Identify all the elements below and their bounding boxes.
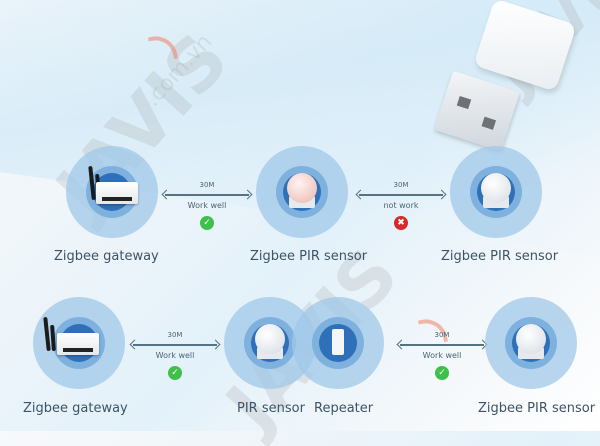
check-icon: ✓ bbox=[435, 366, 449, 380]
link-gateway-sensor: 30M Work well ✓ bbox=[161, 181, 253, 230]
node-zigbee-pir-sensor bbox=[256, 146, 348, 238]
antenna-icon bbox=[43, 316, 51, 352]
link-repeater-sensor: 30M Work well ✓ bbox=[396, 331, 488, 380]
node-zigbee-pir-sensor bbox=[485, 297, 577, 389]
node-zigbee-gateway bbox=[66, 146, 158, 238]
node-label: Zigbee PIR sensor bbox=[441, 249, 559, 264]
link-gateway-sensor: 30M Work well ✓ bbox=[129, 331, 221, 380]
cross-icon: ✖ bbox=[394, 216, 408, 230]
node-label: Zigbee gateway bbox=[23, 401, 128, 416]
check-icon: ✓ bbox=[168, 366, 182, 380]
router-icon bbox=[96, 182, 138, 204]
link-sensor-sensor: 30M not work ✖ bbox=[355, 181, 447, 230]
usb-repeater-icon bbox=[332, 329, 344, 355]
dongle-cap bbox=[473, 0, 577, 92]
distance-label: 30M bbox=[393, 181, 409, 189]
double-arrow-icon bbox=[396, 339, 488, 350]
check-icon: ✓ bbox=[200, 216, 214, 230]
usb-contact bbox=[481, 116, 497, 130]
node-zigbee-gateway bbox=[33, 297, 125, 389]
pir-sensor-icon bbox=[516, 324, 546, 354]
double-arrow-icon bbox=[129, 339, 221, 350]
distance-label: 30M bbox=[167, 331, 183, 339]
usb-zigbee-repeater-image bbox=[420, 0, 600, 170]
link-status: Work well bbox=[422, 351, 462, 360]
link-status: Work well bbox=[155, 351, 195, 360]
antenna-icon bbox=[50, 324, 56, 352]
node-repeater bbox=[292, 297, 384, 389]
pir-sensor-icon bbox=[481, 173, 511, 203]
node-label: Zigbee gateway bbox=[54, 249, 159, 264]
node-label: Zigbee PIR sensor bbox=[478, 401, 596, 416]
node-label: Zigbee PIR sensor bbox=[250, 249, 368, 264]
router-icon bbox=[57, 333, 99, 355]
double-arrow-icon bbox=[161, 189, 253, 200]
node-zigbee-pir-sensor bbox=[450, 146, 542, 238]
pir-sensor-icon bbox=[255, 324, 285, 354]
usb-plug bbox=[434, 70, 520, 152]
double-arrow-icon bbox=[355, 189, 447, 200]
link-status: Work well bbox=[187, 201, 227, 210]
distance-label: 30M bbox=[199, 181, 215, 189]
distance-label: 30M bbox=[434, 331, 450, 339]
usb-contact bbox=[456, 95, 472, 110]
node-label: Repeater bbox=[314, 401, 374, 416]
node-label: PIR sensor bbox=[237, 401, 305, 416]
pir-sensor-icon bbox=[287, 173, 317, 203]
link-status: not work bbox=[383, 201, 419, 210]
